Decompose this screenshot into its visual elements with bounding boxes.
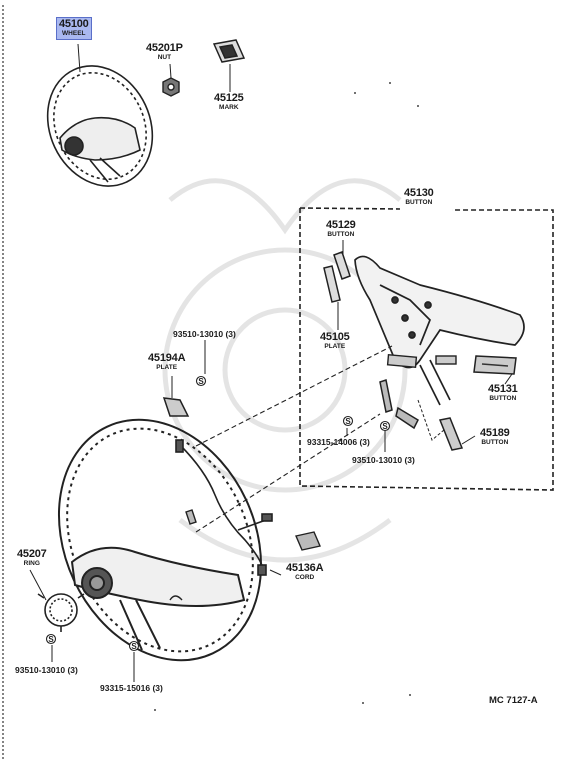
print-specks: [154, 82, 419, 711]
screw-symbol-2-letter: S: [345, 417, 351, 426]
screw-symbol-4-letter: S: [48, 635, 54, 644]
plate-45194a-part-name: PLATE: [156, 364, 178, 371]
label-ring[interactable]: 45207 RING: [17, 549, 47, 568]
figure-reference: MC 7127-A: [489, 695, 538, 706]
plate-45194a-part-number: 45194A: [148, 352, 186, 364]
cord-part-name: CORD: [295, 574, 315, 581]
button-assy-part-number: 45130: [404, 187, 434, 199]
nut-part-name: NUT: [157, 54, 172, 61]
wheel-small-illustration: [46, 65, 154, 187]
button-45131-part-number: 45131: [488, 383, 518, 395]
watermark-emblem: [162, 178, 408, 563]
plate-45105-illustration: [386, 354, 457, 368]
screw-code-3[interactable]: 93510-13010 (3): [352, 455, 415, 465]
label-plate-45194a[interactable]: 45194A PLATE: [148, 352, 186, 372]
plate-45105-part-number: 45105: [320, 331, 350, 343]
plate-45105-part-name: PLATE: [324, 343, 346, 350]
button-45189-part-number: 45189: [480, 427, 510, 439]
ring-part-name: RING: [23, 560, 40, 567]
screw-symbol-3-letter: S: [382, 422, 388, 431]
screw-symbol-3: S: [379, 420, 391, 432]
plate-45194a-illustration: [162, 397, 190, 417]
label-button-assy[interactable]: 45130 BUTTON: [404, 188, 434, 207]
wheel-part-number: 45100: [59, 18, 89, 30]
screw-symbols: S S S S S: [45, 375, 391, 652]
clip-lower-illustration: [185, 509, 321, 551]
button-45131-illustration: [473, 355, 517, 375]
button-assy-part-name: BUTTON: [405, 199, 433, 206]
connection-lines: [195, 345, 393, 533]
cord-part-number: 45136A: [286, 562, 324, 574]
screw-symbol-1: S: [195, 375, 207, 387]
button-45129-illustration: [323, 251, 351, 303]
label-button-45131[interactable]: 45131 BUTTON: [488, 384, 518, 403]
ring-illustration: [37, 593, 85, 632]
screw-symbol-5: S: [128, 640, 140, 652]
wheel-part-name: WHEEL: [62, 30, 86, 37]
label-cord[interactable]: 45136A CORD: [286, 562, 324, 582]
label-wheel[interactable]: 45100 WHEEL: [56, 17, 92, 40]
button-45189-illustration: [438, 417, 464, 451]
ring-part-number: 45207: [17, 548, 47, 560]
clip-illustration: [379, 379, 419, 430]
button-45189-part-name: BUTTON: [481, 439, 509, 446]
cord-illustration: [175, 439, 273, 576]
screw-symbol-5-letter: S: [131, 642, 137, 651]
label-button-45129[interactable]: 45129 BUTTON: [326, 220, 356, 239]
mark-illustration: [212, 39, 246, 63]
mark-part-number: 45125: [214, 92, 244, 104]
label-plate-45105[interactable]: 45105 PLATE: [320, 332, 350, 351]
screw-code-2[interactable]: 93315-14006 (3): [307, 437, 370, 447]
label-mark[interactable]: 45125 MARK: [214, 93, 244, 112]
screw-code-1[interactable]: 93510-13010 (3): [173, 329, 236, 339]
wheel-large-illustration: [57, 418, 263, 662]
button-45129-part-name: BUTTON: [327, 231, 355, 238]
leader-lines: [29, 43, 513, 682]
screw-symbol-4: S: [45, 633, 57, 645]
screw-symbol-1-letter: S: [198, 377, 204, 386]
mark-part-name: MARK: [219, 104, 239, 111]
label-nut[interactable]: 45201P NUT: [146, 43, 183, 62]
screw-symbol-2: S: [342, 415, 354, 427]
nut-part-number: 45201P: [146, 42, 183, 54]
screw-code-5[interactable]: 93315-15016 (3): [100, 683, 163, 693]
button-45131-part-name: BUTTON: [489, 395, 517, 402]
label-button-45189[interactable]: 45189 BUTTON: [480, 428, 510, 447]
button-45129-part-number: 45129: [326, 219, 356, 231]
screw-code-4[interactable]: 93510-13010 (3): [15, 665, 78, 675]
nut-illustration: [162, 77, 180, 97]
